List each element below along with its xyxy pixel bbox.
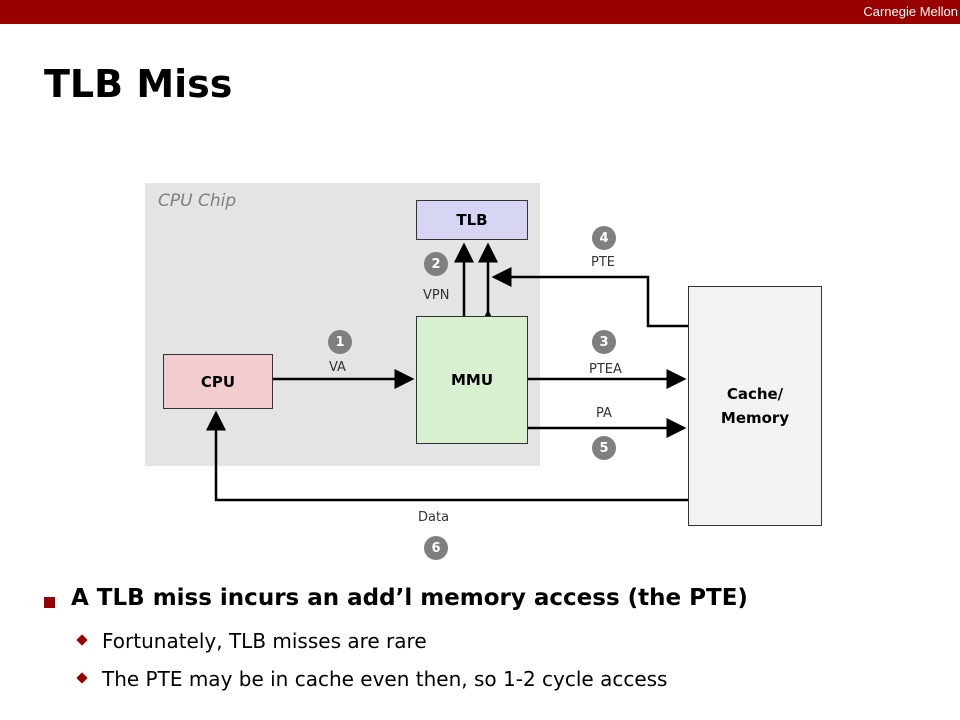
tlb-label: TLB [456, 211, 488, 229]
tlb-box: TLB [416, 200, 528, 240]
step-badge-5: 5 [592, 436, 616, 460]
step-badge-1: 1 [328, 330, 352, 354]
label-va: VA [329, 360, 346, 375]
sub-bullet-text: Fortunately, TLB misses are rare [102, 629, 427, 653]
step-badge-6: 6 [424, 536, 448, 560]
mmu-box: MMU [416, 316, 528, 444]
step-badge-2: 2 [424, 252, 448, 276]
arrow-pte [491, 267, 688, 328]
bullet-main-text: A TLB miss incurs an add’l memory access… [71, 585, 748, 611]
cpu-box: CPU [163, 354, 273, 409]
memory-label-line1: Cache/ [726, 385, 784, 403]
cache-memory-box: Cache/ Memory [688, 286, 822, 526]
step-badge-4: 4 [592, 226, 616, 250]
page-title: TLB Miss [44, 62, 233, 106]
mmu-label: MMU [450, 371, 494, 389]
label-data: Data [418, 510, 450, 525]
cpu-chip-label: CPU Chip [158, 191, 237, 211]
memory-label-line2: Memory [720, 409, 790, 427]
header-bar: Carnegie Mellon [0, 0, 960, 24]
label-pa: PA [596, 406, 612, 421]
label-ptea: PTEA [589, 362, 622, 377]
square-bullet-icon [44, 597, 55, 608]
sub-bullet-text: The PTE may be in cache even then, so 1-… [102, 667, 668, 691]
label-vpn: VPN [423, 288, 450, 303]
brand-label: Carnegie Mellon [863, 4, 958, 19]
label-pte: PTE [591, 255, 615, 270]
step-badge-3: 3 [592, 330, 616, 354]
cpu-label: CPU [200, 372, 236, 391]
arrow-data [206, 410, 688, 502]
